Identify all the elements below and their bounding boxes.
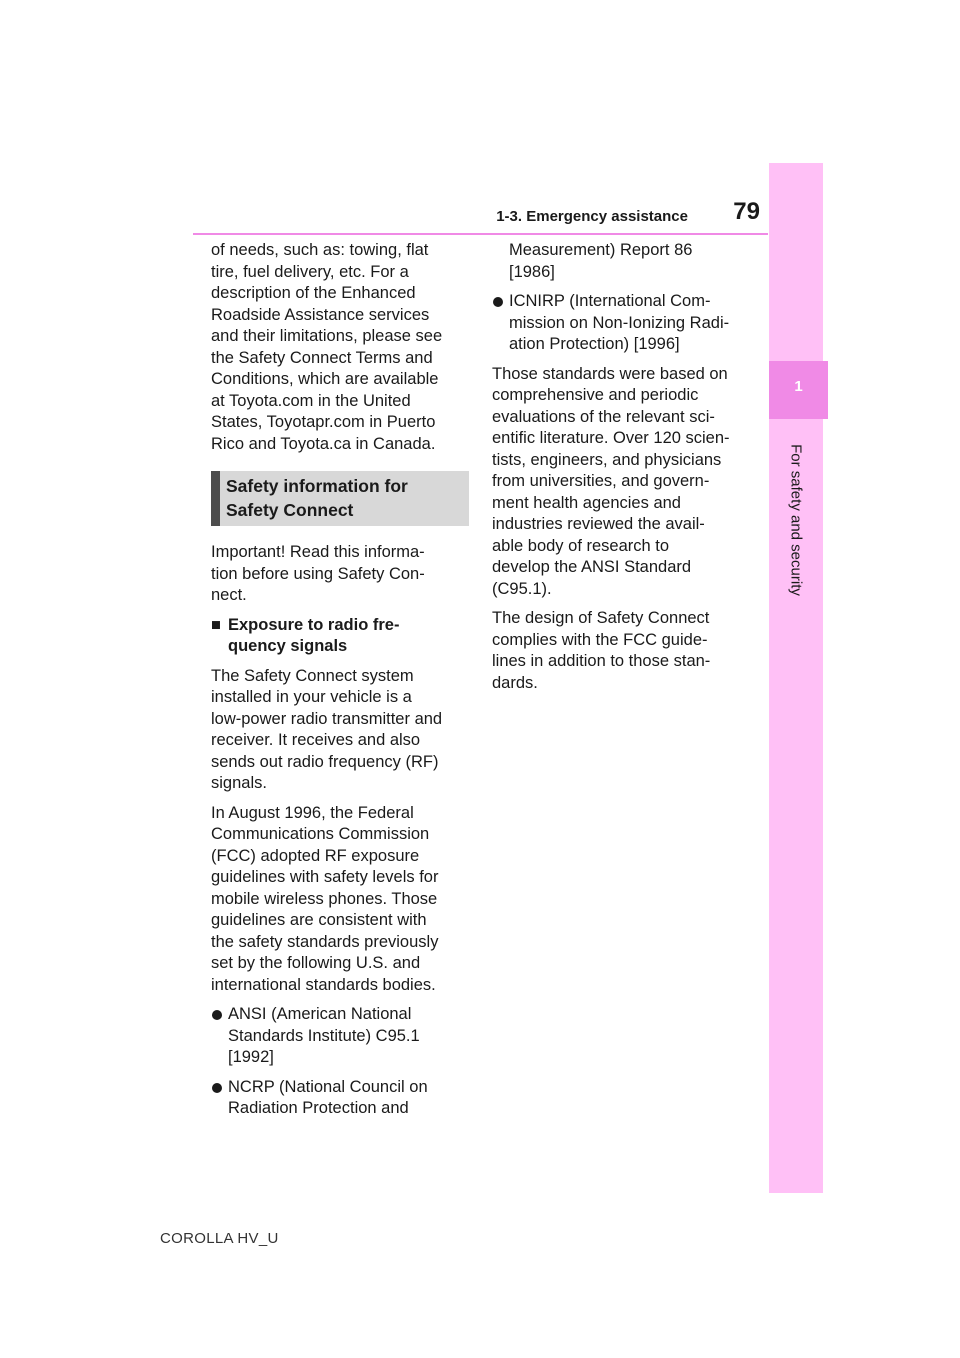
history-paragraph: In August 1996, the Federal Communicatio… <box>211 803 469 997</box>
bullet-line: NCRP (National Council on <box>228 1077 428 1096</box>
left-column: of needs, such as: towing, flat tire, fu… <box>211 240 469 1128</box>
text-line: guidelines are consistent with <box>211 911 427 929</box>
text-line: The design of Safety Connect <box>492 609 710 627</box>
text-line: comprehensive and periodic <box>492 386 699 404</box>
text-line: description of the Enhanced <box>211 284 416 302</box>
text-line: set by the following U.S. and <box>211 954 421 972</box>
bullet-line: [1992] <box>228 1048 274 1066</box>
heading-line: Safety information for <box>226 476 408 496</box>
subheading-line: quency signals <box>228 637 348 655</box>
text-line: Those standards were based on <box>492 364 728 383</box>
bullet-line: ICNIRP (International Com- <box>509 292 711 310</box>
section-heading: Safety information for Safety Connect <box>211 471 469 526</box>
text-line: (FCC) adopted RF exposure <box>211 846 420 865</box>
text-line: the Safety Connect Terms and <box>211 348 433 367</box>
standards-paragraph: Those standards were based on comprehens… <box>492 364 754 601</box>
text-line: low-power radio transmitter and <box>211 709 443 728</box>
heading-line: Safety Connect <box>226 500 354 520</box>
bullet-line: ANSI (American National <box>228 1005 412 1023</box>
text-line: lines in addition to those stan- <box>492 652 711 670</box>
text-line: complies with the FCC guide- <box>492 630 708 649</box>
text-line: tion before using Safety Con- <box>211 564 425 583</box>
text-line: nect. <box>211 586 247 604</box>
bullet-icon <box>212 1082 222 1093</box>
text-line: and their limitations, please see <box>211 327 443 345</box>
text-line: receiver. It receives and also <box>211 731 421 749</box>
text-line: develop the ANSI Standard <box>492 558 692 576</box>
bullet-item-icnirp: ICNIRP (International Com- mission on No… <box>492 291 754 356</box>
text-line: international standards bodies. <box>211 975 436 994</box>
bullet-item-ncrp-continued: Measurement) Report 86 [1986] <box>492 240 754 283</box>
bullet-icon <box>212 1010 222 1020</box>
footer-model: COROLLA HV_U <box>160 1230 279 1247</box>
text-line: States, Toyotapr.com in Puerto <box>211 413 436 431</box>
text-line: Conditions, which are available <box>211 370 439 388</box>
text-line: Rico and Toyota.ca in Canada. <box>211 434 436 453</box>
text-line: Roadside Assistance services <box>211 305 430 324</box>
system-paragraph: The Safety Connect system installed in y… <box>211 666 469 795</box>
important-paragraph: Important! Read this informa- tion befor… <box>211 542 469 607</box>
text-line: Important! Read this informa- <box>211 543 425 561</box>
subheading: ■ Exposure to radio fre- quency signals <box>211 615 469 658</box>
chapter-title: For safety and security <box>787 444 805 596</box>
text-line: (C95.1). <box>492 579 552 598</box>
text-line: installed in your vehicle is a <box>211 688 412 706</box>
text-line: guidelines with safety levels for <box>211 868 439 886</box>
text-line: evaluations of the relevant sci- <box>492 407 715 426</box>
subheading-line: Exposure to radio fre- <box>228 615 400 634</box>
text-line: from universities, and govern- <box>492 472 710 490</box>
text-line: tists, engineers, and physicians <box>492 450 722 469</box>
text-line: sends out radio frequency (RF) <box>211 752 439 771</box>
text-line: tire, fuel delivery, etc. For a <box>211 262 409 281</box>
bullet-item-ansi: ANSI (American National Standards Instit… <box>211 1004 469 1069</box>
bullet-line: Standards Institute) C95.1 <box>228 1026 420 1045</box>
page-number: 79 <box>733 198 760 225</box>
text-line: ment health agencies and <box>492 493 681 512</box>
text-line: the safety standards previously <box>211 932 439 951</box>
page-header: 1-3. Emergency assistance 79 <box>0 0 960 240</box>
right-column: Measurement) Report 86 [1986] ICNIRP (In… <box>492 240 754 702</box>
bullet-line: Radiation Protection and <box>228 1099 409 1117</box>
bullet-line: mission on Non-Ionizing Radi- <box>509 313 730 332</box>
bullet-icon <box>493 297 503 307</box>
text-line: industries reviewed the avail- <box>492 515 705 533</box>
square-marker-icon: ■ <box>211 615 221 634</box>
text-line: signals. <box>211 774 267 792</box>
intro-paragraph: of needs, such as: towing, flat tire, fu… <box>211 240 469 455</box>
header-rule <box>193 233 768 235</box>
text-line: at Toyota.com in the United <box>211 391 411 410</box>
text-line: Communications Commission <box>211 825 430 843</box>
text-line: The Safety Connect system <box>211 666 414 685</box>
chapter-number: 1 <box>794 378 803 395</box>
bullet-line: ation Protection) [1996] <box>509 335 680 353</box>
text-line: of needs, such as: towing, flat <box>211 241 429 259</box>
bullet-item-ncrp: NCRP (National Council on Radiation Prot… <box>211 1077 469 1120</box>
text-line: dards. <box>492 673 538 692</box>
design-paragraph: The design of Safety Connect complies wi… <box>492 608 754 694</box>
bullet-line: Measurement) Report 86 <box>509 241 693 259</box>
section-title: 1-3. Emergency assistance <box>496 208 688 225</box>
text-line: mobile wireless phones. Those <box>211 889 438 908</box>
side-tab-strip <box>769 163 823 1193</box>
text-line: In August 1996, the Federal <box>211 803 414 822</box>
text-line: entific literature. Over 120 scien- <box>492 429 730 447</box>
chapter-tab[interactable] <box>769 361 828 419</box>
text-line: able body of research to <box>492 536 670 555</box>
bullet-line: [1986] <box>509 262 555 281</box>
